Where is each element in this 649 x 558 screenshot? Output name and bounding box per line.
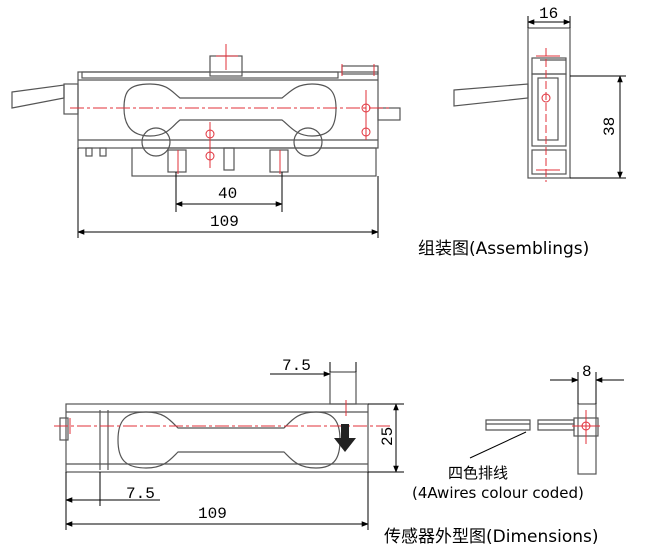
sensor-body [65,403,369,473]
base-foot-left [167,149,187,173]
lower-circle-right [293,127,323,157]
dim-label-7-5-bottom: 7.5 [126,485,155,503]
dimension-caption: 传感器外型图(Dimensions) [384,527,598,547]
wire-leader [469,431,527,459]
base-center-post [223,147,235,171]
wire-ribbon-right [537,419,575,431]
load-direction-arrow [334,424,356,452]
side-view-dimensions [550,372,624,404]
dimension-centerlines [54,400,392,434]
side-dimensions [527,16,626,179]
dim-label-25: 25 [379,427,397,446]
assembly-cable [11,84,65,109]
right-end-stub [377,107,401,121]
sensor-side-body [577,403,597,475]
dim-label-109-dimension: 109 [198,505,227,523]
assembly-side-view [453,27,571,179]
dim-label-109-assembly: 109 [210,213,239,231]
assembly-load-cell-body [77,71,379,149]
top-plate [81,71,339,79]
wire-ribbon-left [485,419,531,431]
dim-label-8: 8 [582,363,592,381]
assembly-dimensions [77,148,379,238]
side-body [527,27,571,179]
dimension-view-dimensions [65,362,404,530]
left-screw [85,147,93,157]
side-view-centerlines [572,410,600,444]
bottom-base-plate [131,147,377,177]
wires-label-cn: 四色排线 [448,464,508,482]
side-centerlines [536,48,560,182]
dim-label-7-5-top: 7.5 [282,357,311,375]
assembly-caption: 组装图(Assemblings) [418,239,589,259]
sensor-left-cable-clip [59,417,69,441]
base-foot-right [269,149,289,173]
assembly-front-view [11,55,401,177]
assembly-strain-opening [123,83,337,137]
wires-label-en: (4Awires colour coded) [412,484,584,502]
side-cable [453,83,529,107]
assembly-centerlines [70,44,390,174]
dim-label-40: 40 [218,185,237,203]
cable-gland [63,83,79,115]
sensor-top-tab [329,371,357,405]
dim-label-16: 16 [539,5,558,23]
dimension-front-view [59,371,369,473]
sensor-strain-opening [117,411,341,469]
dim-label-38: 38 [601,117,619,136]
lower-circle-left [141,127,171,157]
